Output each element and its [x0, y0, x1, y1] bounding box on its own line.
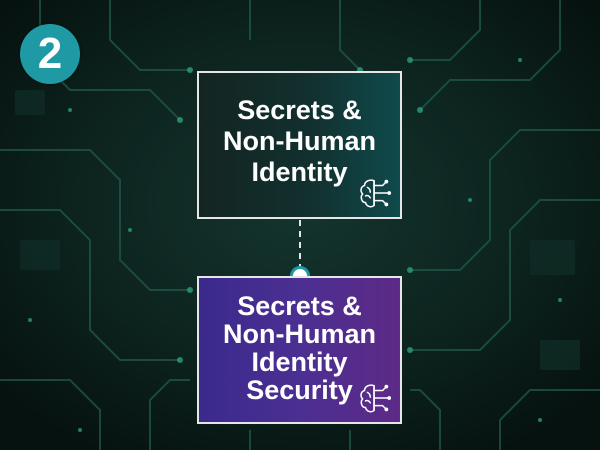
step-number-badge: 2 — [20, 24, 80, 84]
node-title-line-3: Identity — [251, 347, 348, 377]
brain-circuit-icon — [360, 179, 392, 208]
node-title-line-2: Non-Human — [223, 125, 376, 156]
node-title-line-4: Security — [246, 375, 353, 405]
node-title-line-1: Secrets & — [237, 94, 362, 125]
node-title-line-3: Identity — [251, 156, 348, 187]
node-secrets-nhi-security: Secrets & Non-Human Identity Security — [197, 276, 402, 424]
node-title-line-2: Non-Human — [223, 319, 376, 349]
node-secrets-nhi: Secrets & Non-Human Identity — [197, 71, 402, 219]
node-title-line-1: Secrets & — [237, 291, 362, 321]
brain-circuit-icon — [360, 384, 392, 413]
step-number: 2 — [37, 29, 63, 78]
dashed-connector — [299, 220, 301, 270]
